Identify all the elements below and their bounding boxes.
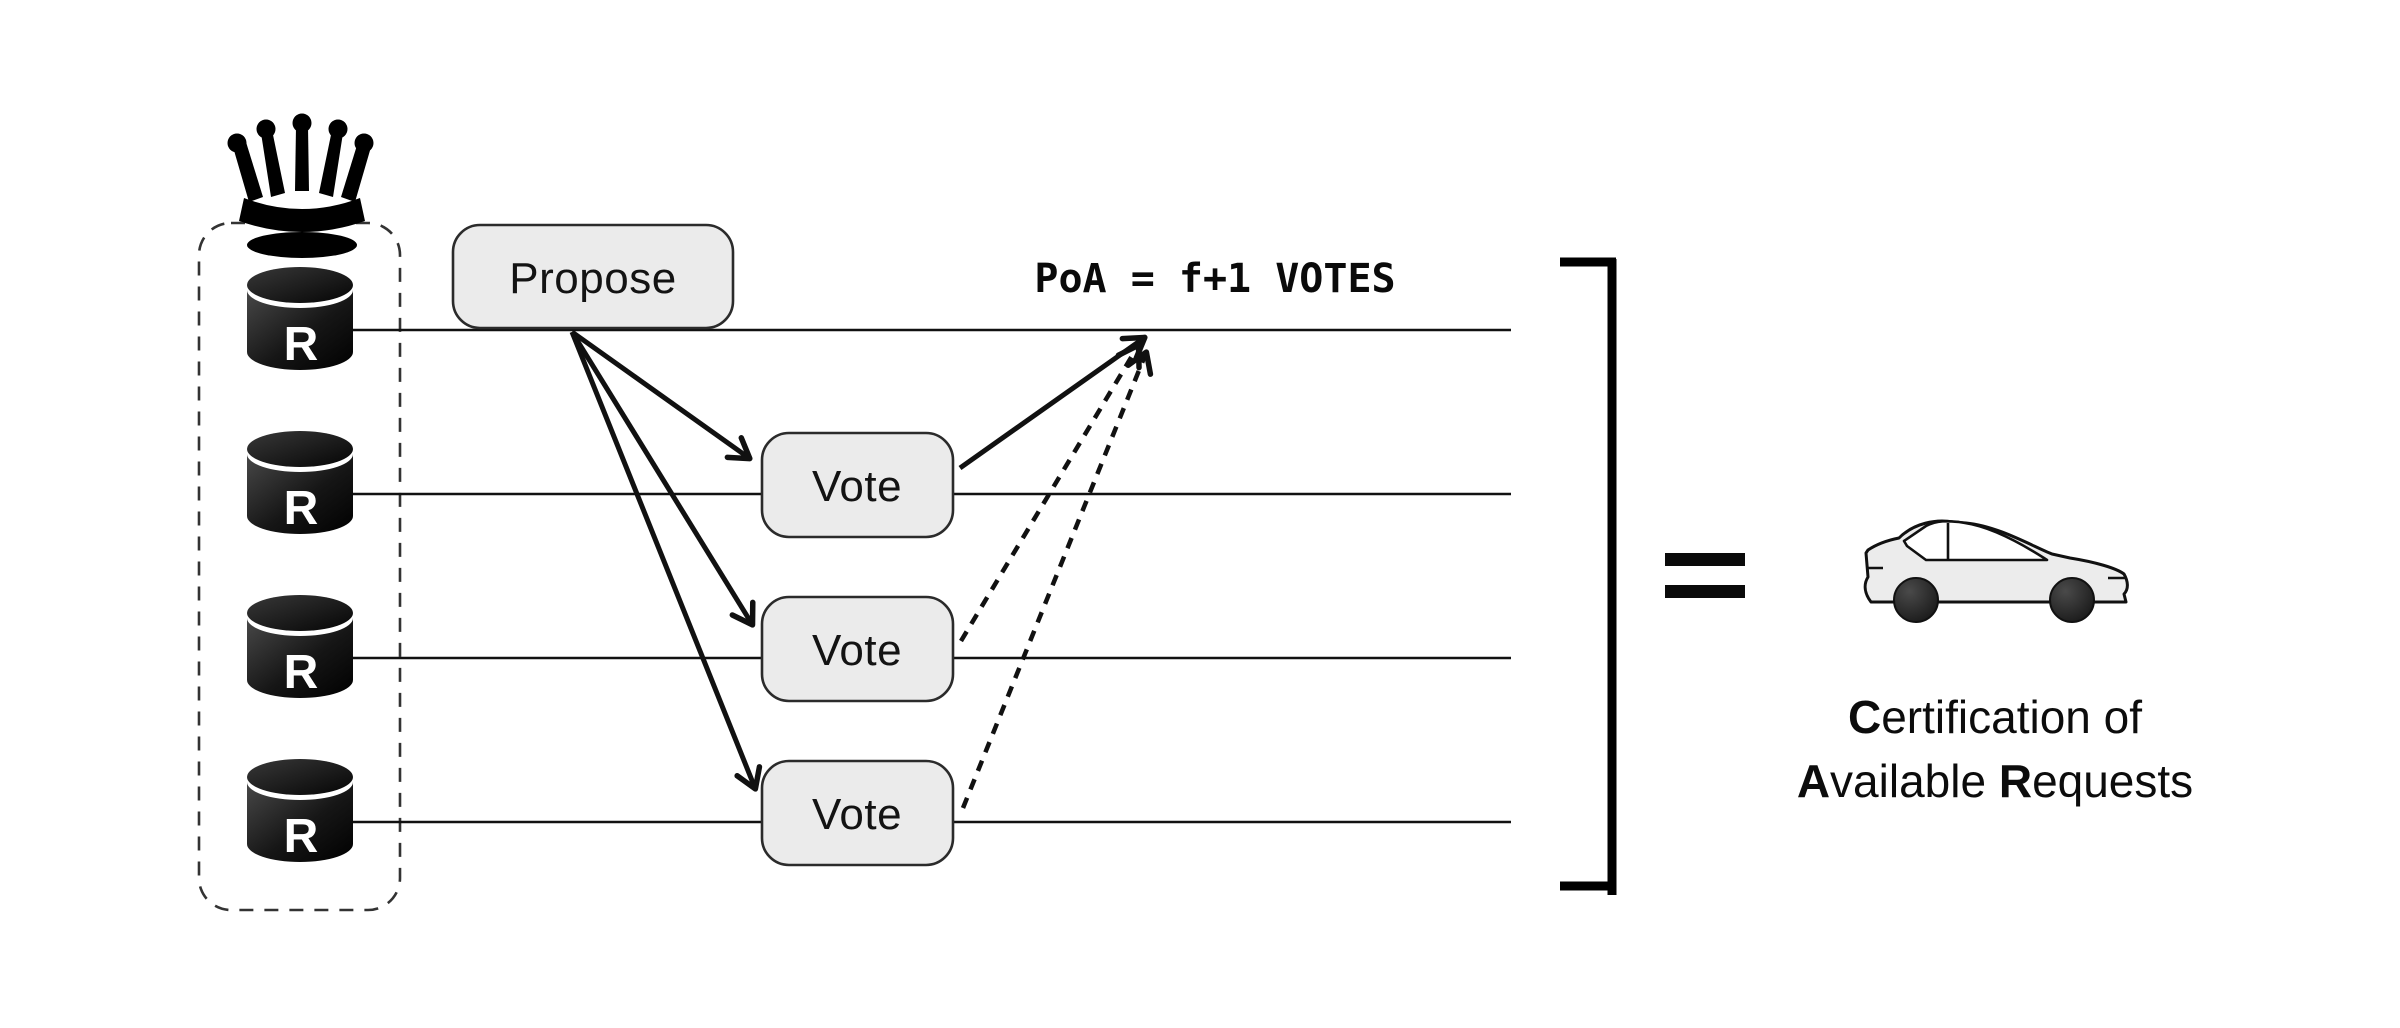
caption-line2-mid: vailable	[1830, 755, 1999, 807]
database-icon: R	[247, 595, 353, 699]
car-wheel-front	[2049, 577, 2095, 623]
propose-box: Propose	[451, 223, 735, 330]
caption: Certification of Available Requests	[1797, 691, 2193, 807]
database-icon: R	[247, 431, 353, 535]
car-window	[1902, 519, 2049, 562]
crown-base-ellipse	[247, 232, 357, 258]
caption-bold-a: A	[1797, 755, 1830, 807]
propose-arrow-to-vote-1	[570, 329, 753, 462]
caption-bold-c: C	[1848, 691, 1881, 743]
vote-label: Vote	[812, 626, 902, 675]
equals-sign	[1665, 553, 1745, 598]
replica-label: R	[284, 482, 319, 535]
caption-line2-rest: equests	[2032, 755, 2193, 807]
propose-arrow-to-vote-3	[569, 331, 763, 792]
vote-arrow-dashed-2	[960, 349, 1154, 809]
poa-votes-label: PoA = f+1 VOTES	[1034, 256, 1395, 302]
vote-label: Vote	[812, 462, 902, 511]
car-wheel-rear	[1893, 577, 1939, 623]
replica-label: R	[284, 318, 319, 371]
vote-box-1: Vote	[760, 431, 955, 539]
replica-group-boundary	[197, 221, 402, 912]
propose-label: Propose	[509, 254, 676, 303]
vote-reply-arrows	[958, 334, 1154, 809]
database-icon: R	[247, 267, 353, 371]
replica-label: R	[284, 810, 319, 863]
vote-arrow-dashed-1	[959, 342, 1142, 643]
replica-label: R	[284, 646, 319, 699]
vote-label: Vote	[812, 790, 902, 839]
crown-icon	[227, 113, 374, 258]
caption-line-2: Available Requests	[1797, 755, 2193, 807]
vote-box-3: Vote	[760, 759, 955, 867]
propose-arrows	[569, 329, 763, 792]
propose-arrow-to-vote-2	[569, 330, 756, 628]
vote-arrow-solid	[958, 334, 1148, 471]
database-icon: R	[247, 759, 353, 863]
closing-bracket	[1560, 257, 1617, 895]
caption-line-1: Certification of	[1848, 691, 2142, 743]
car-icon	[1863, 519, 2129, 623]
replica-nodes: R R R R	[247, 267, 353, 863]
caption-line1-rest: ertification of	[1881, 691, 2142, 743]
caption-bold-r: R	[1999, 755, 2032, 807]
vote-box-2: Vote	[760, 595, 955, 703]
replica-timelines	[353, 328, 1511, 824]
